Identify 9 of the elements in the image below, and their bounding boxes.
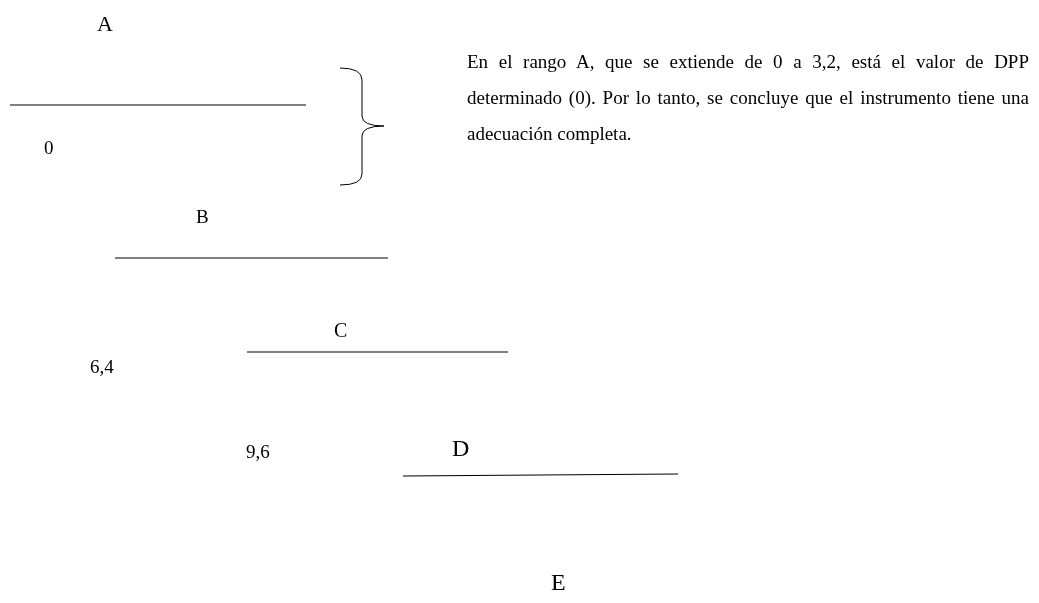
range-letter: C	[334, 318, 348, 342]
explanation-text: En el rango A, que se extiende de 0 a 3,2, está el valor de DPP determinado (0). Por lo tanto, se concluye que el instrumento tiene una adecuación completa.	[467, 50, 1029, 146]
scale-value: 6,4	[90, 355, 114, 378]
range-letter: B	[196, 205, 209, 228]
range-letter: E	[551, 568, 566, 596]
range-letter: A	[97, 11, 113, 37]
range-letter: D	[452, 434, 470, 462]
scale-value: 9,6	[246, 440, 270, 463]
scale-value: 0	[44, 136, 54, 159]
